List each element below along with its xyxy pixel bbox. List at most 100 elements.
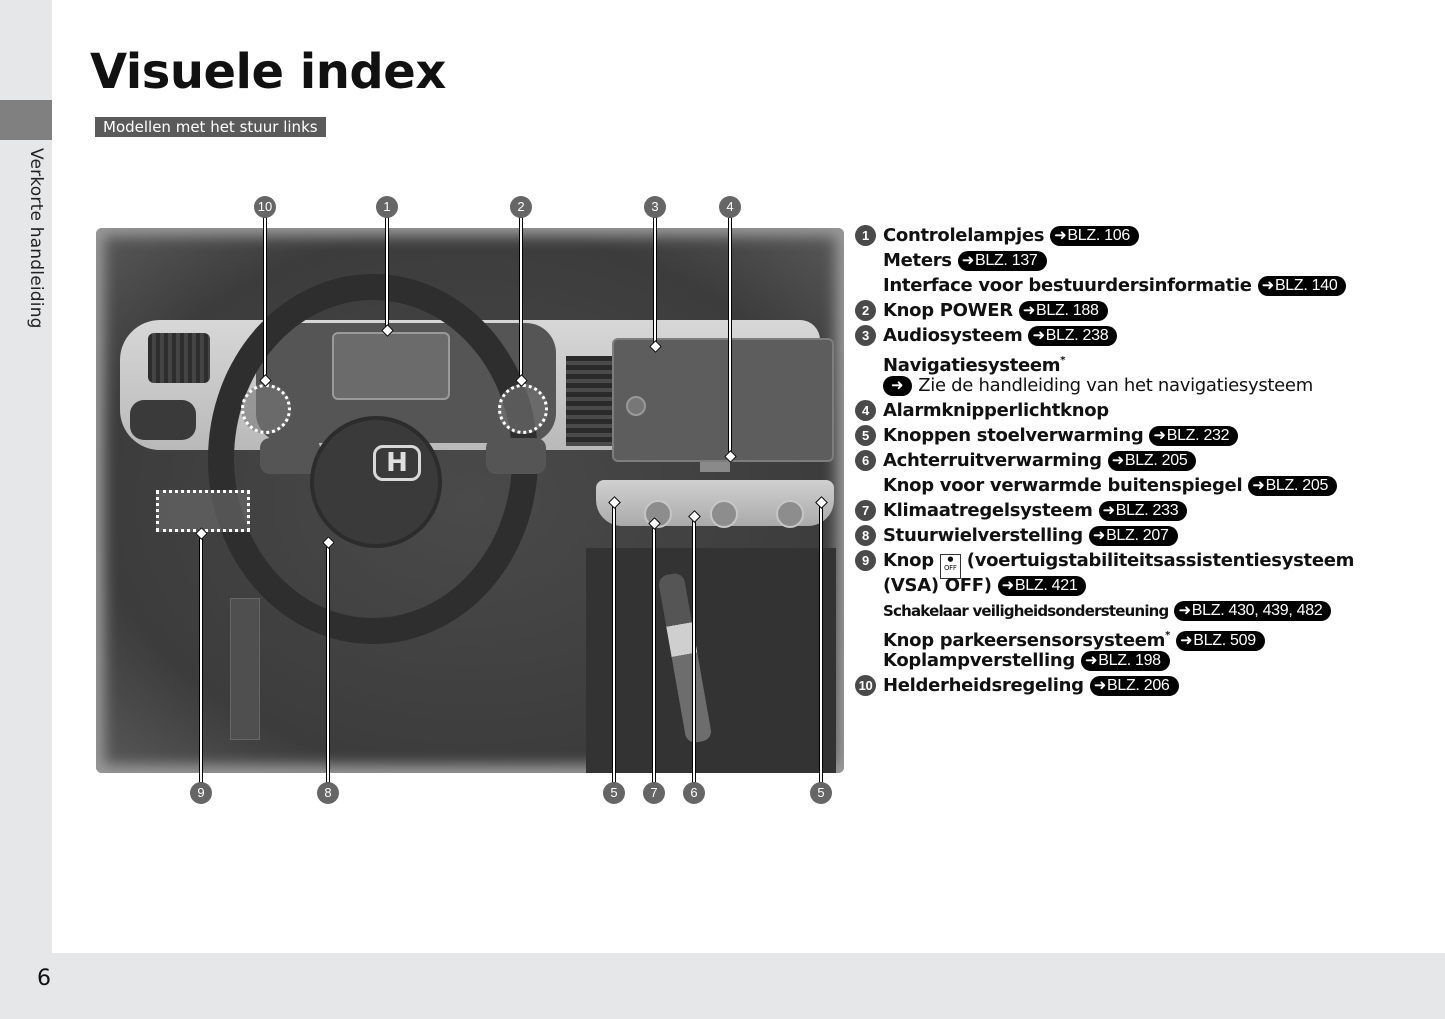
audio-volume-knob (626, 396, 646, 416)
power-button-highlight (498, 384, 548, 434)
callout-2: 2 (510, 196, 532, 218)
page-title: Visuele index (90, 44, 446, 100)
legend-item-9: 9 Knop ●OFF (voertuigstabiliteitsassiste… (855, 548, 1415, 579)
item-label: Schakelaar veiligheidsondersteuning (883, 602, 1169, 620)
switch-panel-highlight (156, 490, 250, 532)
arrow-right-icon: ➜ (1001, 577, 1015, 594)
callout-10: 10 (254, 196, 276, 218)
item-label: Koplampverstelling (883, 650, 1075, 671)
callout-7: 7 (643, 782, 665, 804)
legend-item-meters: Meters ➜BLZ. 137 (855, 248, 1415, 273)
page-reference-link[interactable]: ➜BLZ. 232 (1149, 426, 1239, 446)
item-label: Achterruitverwarming (883, 450, 1102, 471)
section-tab-marker (0, 100, 52, 140)
item-number: 2 (855, 300, 876, 321)
hazard-button (700, 462, 730, 472)
item-label: Audiosysteem (883, 325, 1023, 346)
callout-4: 4 (719, 196, 741, 218)
steering-hub (310, 416, 442, 548)
center-console (586, 548, 836, 773)
item-label: Controlelampjes (883, 225, 1045, 246)
steering-switches-left (260, 438, 320, 474)
page-reference-link[interactable]: ➜BLZ. 205 (1248, 476, 1338, 496)
footnote-asterisk: * (1060, 355, 1066, 366)
arrow-right-icon: ➜ (1178, 602, 1191, 619)
page-reference-link[interactable]: ➜BLZ. 198 (1080, 651, 1170, 671)
page-reference-link[interactable]: ➜BLZ. 421 (997, 576, 1087, 596)
page-reference-link[interactable]: ➜BLZ. 238 (1028, 326, 1118, 346)
item-label: Interface voor bestuurdersinformatie (883, 275, 1252, 296)
item-label: Knoppen stoelverwarming (883, 425, 1144, 446)
page-reference-link[interactable]: ➜BLZ. 137 (957, 251, 1047, 271)
page-reference-link[interactable]: ➜BLZ. 188 (1018, 301, 1108, 321)
arrow-right-icon: ➜ (1092, 527, 1106, 544)
leader-line-3 (654, 218, 656, 346)
page-reference-link[interactable]: ➜BLZ. 205 (1107, 451, 1197, 471)
arrow-right-icon: ➜ (1093, 677, 1107, 694)
leader-line-8 (327, 542, 329, 782)
legend-item-10: 10 Helderheidsregeling ➜BLZ. 206 (855, 673, 1415, 698)
callout-1: 1 (376, 196, 398, 218)
legend-item-nav-manual: ➜ Zie de handleiding van het navigatiesy… (855, 373, 1415, 398)
item-label: Klimaatregelsysteem (883, 500, 1093, 521)
callout-5-left: 5 (603, 782, 625, 804)
item-label: Helderheidsregeling (883, 675, 1084, 696)
legend-item-3: 3 Audiosysteem ➜BLZ. 238 (855, 323, 1415, 348)
leader-line-2 (520, 218, 522, 380)
legend-item-safety-support: Schakelaar veiligheidsondersteuning ➜BLZ… (855, 598, 1415, 623)
dashboard-illustration: H (96, 228, 844, 773)
item-label: Knop POWER (883, 300, 1013, 321)
leader-line-1 (386, 218, 388, 330)
arrow-right-icon: ➜ (1084, 652, 1098, 669)
arrow-right-icon: ➜ (1261, 277, 1275, 294)
arrow-right-icon: ➜ (1252, 477, 1265, 494)
section-tab-label: Verkorte handleiding (26, 148, 46, 329)
page-reference-link[interactable]: ➜BLZ. 106 (1050, 226, 1139, 246)
item-number: 5 (855, 425, 876, 446)
leader-line-9 (200, 532, 202, 782)
page-reference-link[interactable]: ➜BLZ. 233 (1098, 501, 1188, 521)
left-air-vent (148, 333, 210, 383)
callout-9: 9 (190, 782, 212, 804)
arrow-right-icon: ➜ (1111, 452, 1125, 469)
page-reference-link[interactable]: ➜BLZ. 509 (1176, 631, 1265, 651)
callout-6: 6 (683, 782, 705, 804)
arrow-right-icon: ➜ (1153, 427, 1166, 444)
legend-item-5: 5 Knoppen stoelverwarming ➜BLZ. 232 (855, 423, 1415, 448)
item-number: 4 (855, 400, 876, 421)
item-label: Navigatiesysteem (883, 355, 1061, 376)
page-reference-link[interactable]: ➜BLZ. 140 (1257, 276, 1347, 296)
page-reference-link[interactable]: ➜ (883, 376, 913, 396)
legend-item-navigation: Navigatiesysteem* (855, 348, 1415, 376)
honda-logo-icon: H (373, 445, 421, 481)
page-reference-link[interactable]: ➜BLZ. 206 (1089, 676, 1179, 696)
arrow-right-icon: ➜ (891, 377, 904, 394)
page-number: 6 (37, 966, 51, 991)
legend-item-4: 4 Alarmknipperlichtknop (855, 398, 1415, 423)
steering-switches-right (486, 438, 546, 474)
item-label: Knop (883, 550, 934, 571)
page-reference-link[interactable]: ➜BLZ. 430, 439, 482 (1174, 601, 1332, 621)
page-subtitle: Modellen met het stuur links (95, 117, 326, 137)
item-number: 1 (855, 225, 876, 246)
legend-item-8: 8 Stuurwielverstelling ➜BLZ. 207 (855, 523, 1415, 548)
item-number: 9 (855, 550, 876, 571)
item-number: 3 (855, 325, 876, 346)
callout-5-right: 5 (810, 782, 832, 804)
footer-band (0, 953, 1445, 1019)
arrow-right-icon: ➜ (1180, 632, 1193, 649)
item-label: Meters (883, 250, 952, 271)
legend-item-2: 2 Knop POWER ➜BLZ. 188 (855, 298, 1415, 323)
item-label: Knop parkeersensorsysteem (883, 630, 1166, 651)
legend-item-7: 7 Klimaatregelsysteem ➜BLZ. 233 (855, 498, 1415, 523)
item-number: 8 (855, 525, 876, 546)
item-number: 7 (855, 500, 876, 521)
leader-line-4 (729, 218, 731, 456)
legend-item-6: 6 Achterruitverwarming ➜BLZ. 205 (855, 448, 1415, 473)
pedal (230, 598, 260, 740)
callout-8: 8 (317, 782, 339, 804)
leader-line-10 (264, 218, 266, 380)
item-number: 6 (855, 450, 876, 471)
arrow-right-icon: ➜ (961, 252, 975, 269)
page-reference-link[interactable]: ➜BLZ. 207 (1088, 526, 1178, 546)
